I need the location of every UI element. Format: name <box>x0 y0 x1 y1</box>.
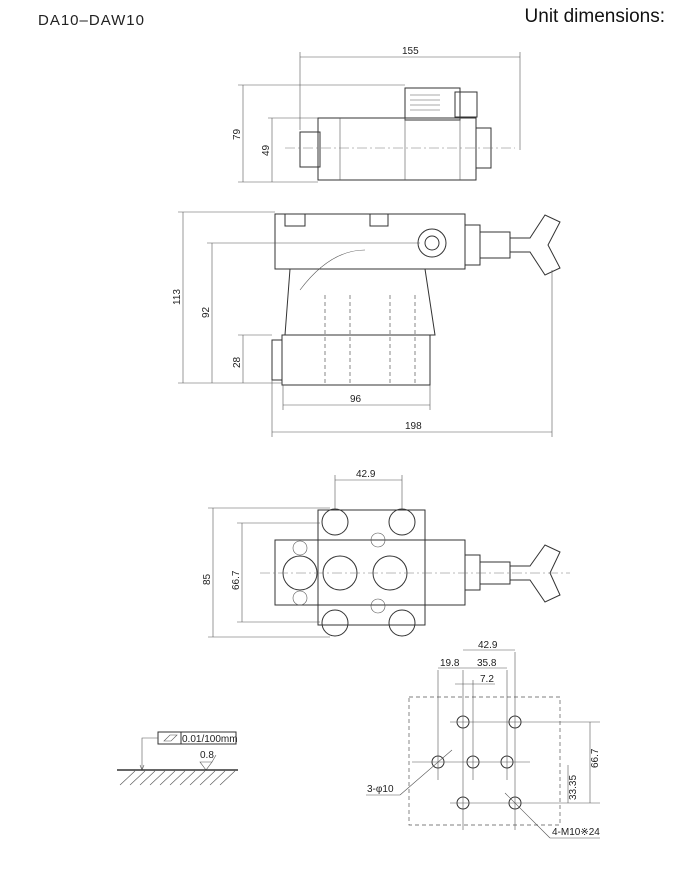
top-view: 155 79 49 <box>232 46 521 183</box>
surface-spec: 0.01/100mm 0.8 <box>117 731 238 786</box>
dim-7-2: 7.2 <box>480 674 494 685</box>
section-title: Unit dimensions: <box>524 6 665 27</box>
dim-155: 155 <box>402 46 419 57</box>
dim-33-35: 33.35 <box>568 775 579 800</box>
dim-42-9-top: 42.9 <box>356 469 376 480</box>
mounting-pattern: 42.9 19.8 35.8 7.2 66.7 33.35 3-φ10 4-M1… <box>366 640 601 839</box>
dim-66-7-pattern: 66.7 <box>590 748 601 768</box>
front-view: 113 92 28 96 198 <box>172 211 561 437</box>
dim-92: 92 <box>201 306 212 318</box>
threads-callout: 4-M10※24 <box>552 827 600 838</box>
model-title: DA10–DAW10 <box>38 12 145 29</box>
dim-85: 85 <box>202 573 213 585</box>
dim-49: 49 <box>261 144 272 156</box>
dim-198: 198 <box>405 421 422 432</box>
ports-callout: 3-φ10 <box>367 784 394 795</box>
dim-66-7: 66.7 <box>231 570 242 590</box>
roughness-value: 0.8 <box>200 750 214 761</box>
dim-35-8: 35.8 <box>477 658 497 669</box>
dim-113: 113 <box>172 289 183 305</box>
dim-28: 28 <box>232 356 243 368</box>
dim-42-9-pattern: 42.9 <box>478 640 498 651</box>
dim-96: 96 <box>350 394 362 405</box>
dim-79: 79 <box>232 128 243 140</box>
flatness-value: 0.01/100mm <box>182 734 238 745</box>
bottom-view: 42.9 85 66.7 <box>202 469 570 638</box>
dim-19-8: 19.8 <box>440 658 460 669</box>
